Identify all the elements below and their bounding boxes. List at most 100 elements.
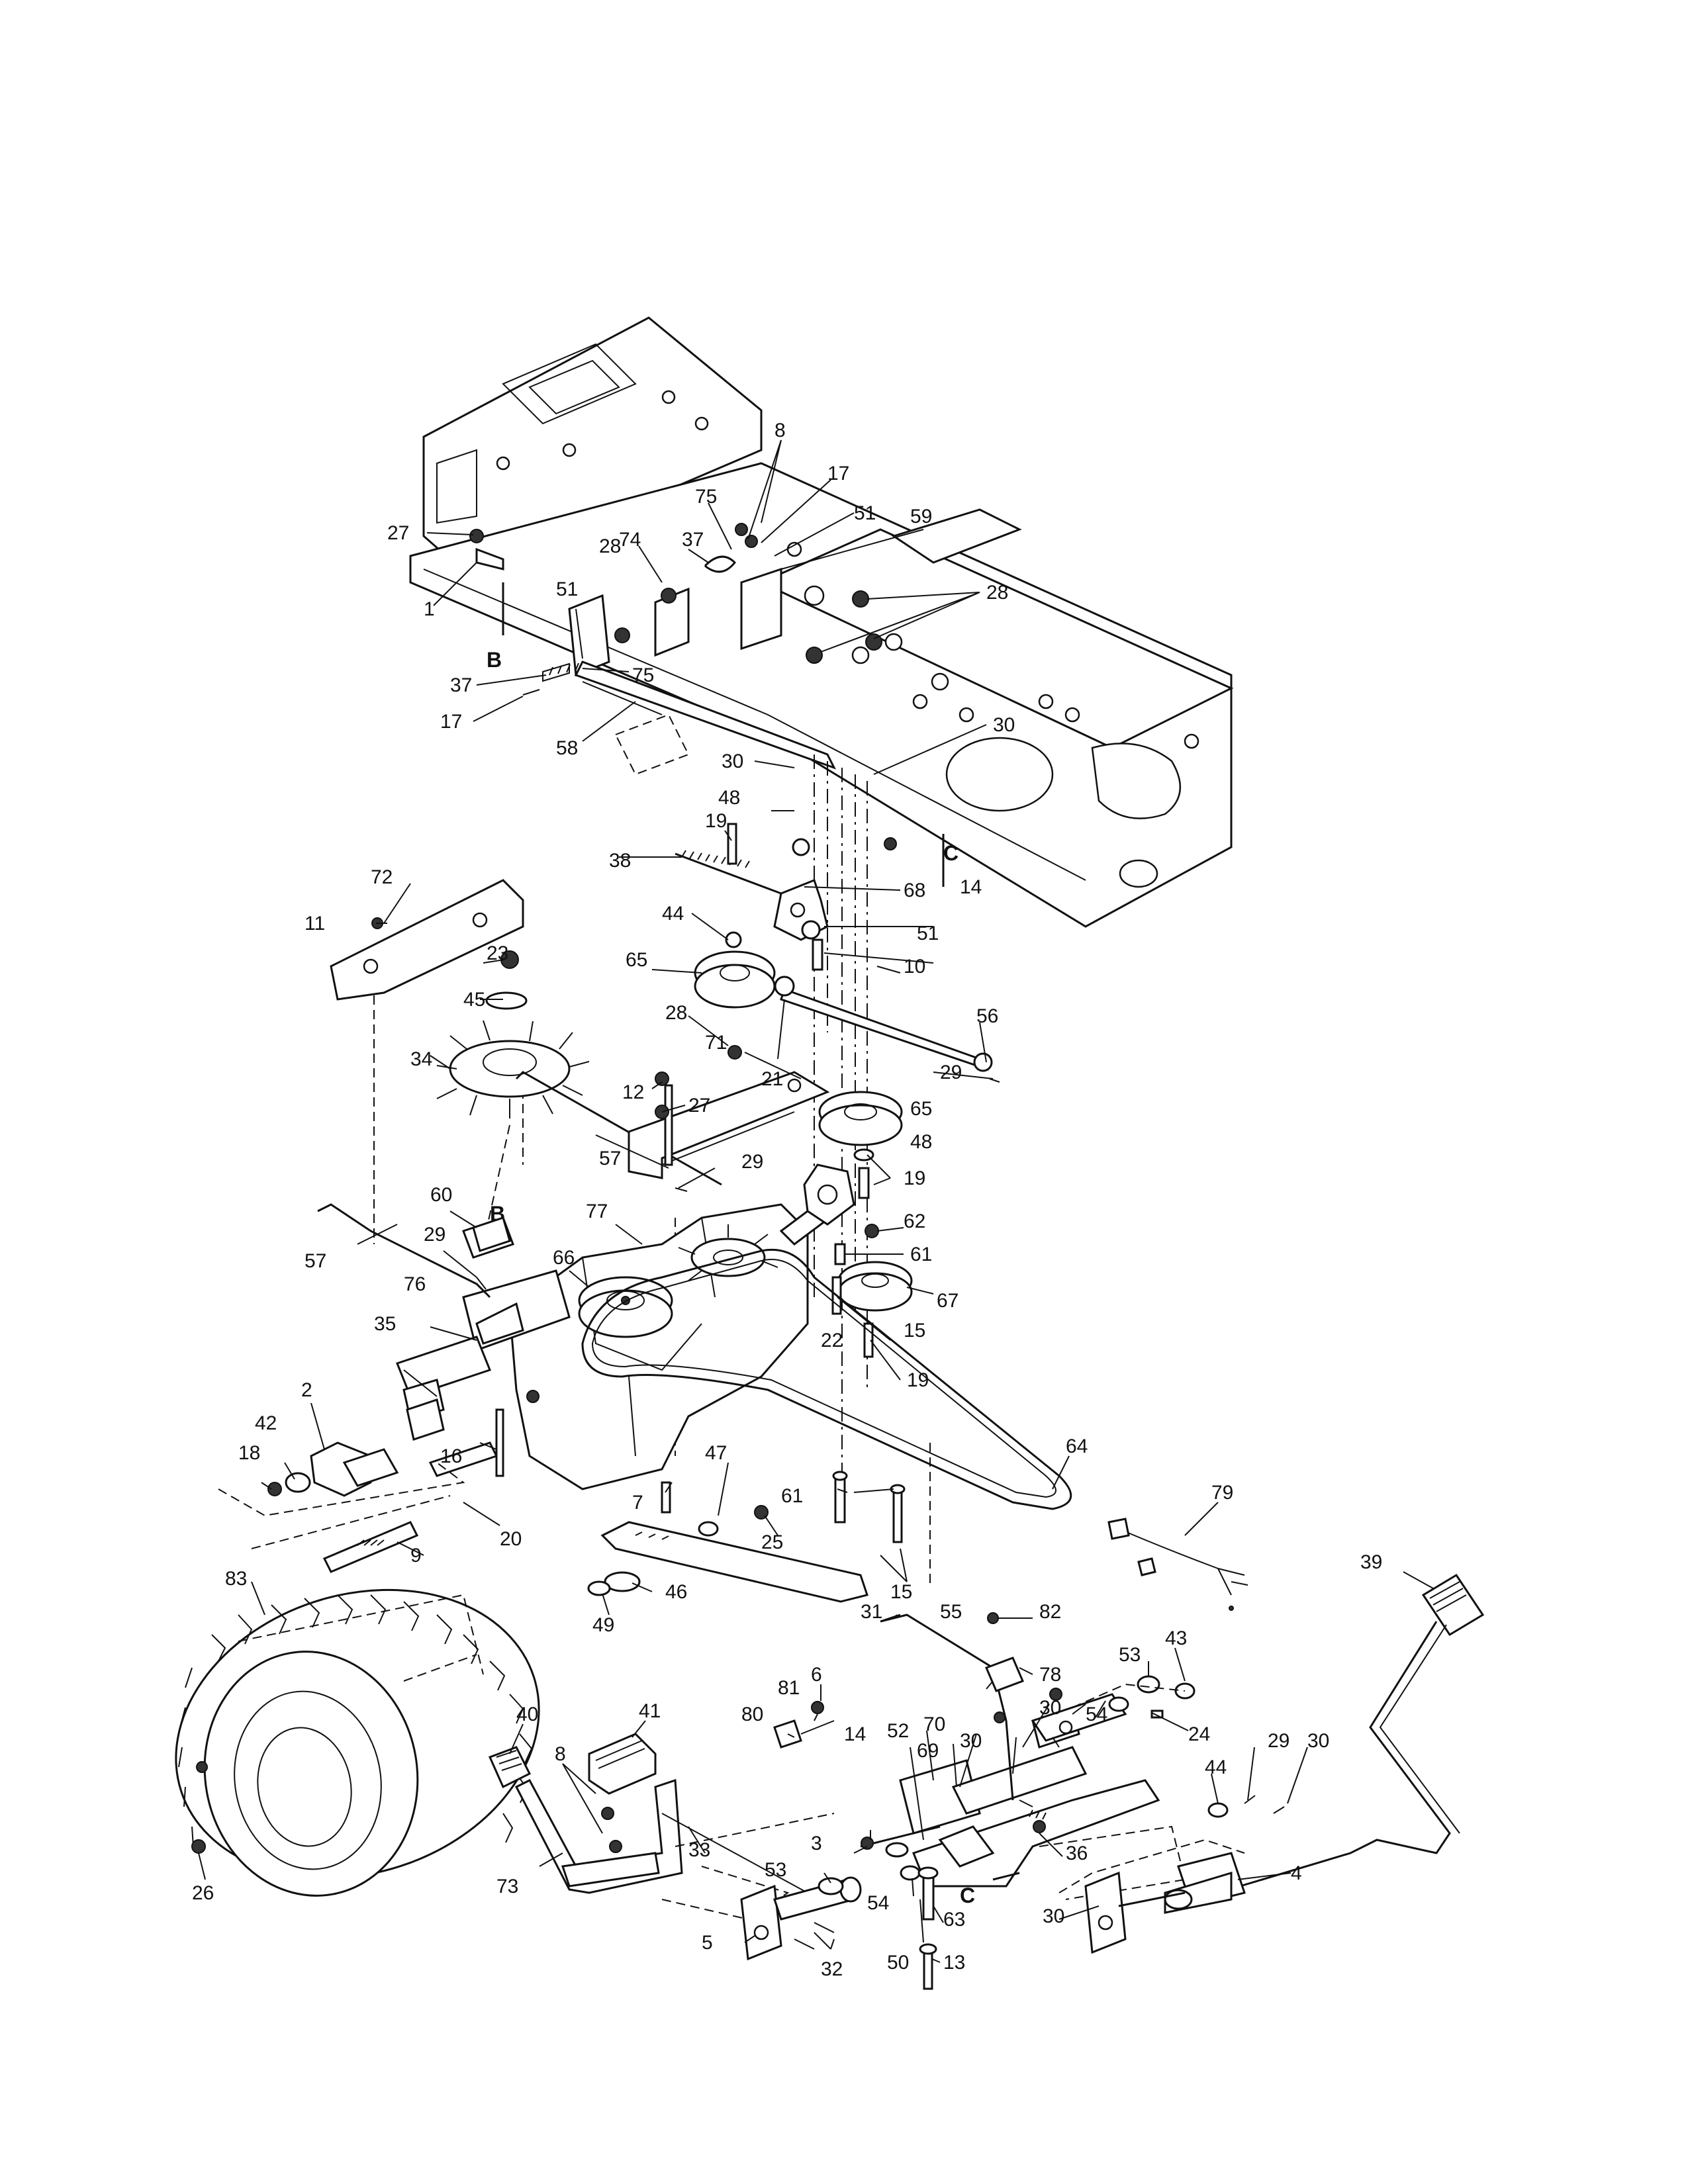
switch-78	[985, 1612, 1024, 1692]
callout-53-right: 53	[1119, 1644, 1141, 1666]
callout-83: 83	[225, 1568, 247, 1590]
callout-80: 80	[741, 1704, 763, 1725]
callout-8-lower: 8	[555, 1743, 566, 1765]
callout-72: 72	[371, 866, 393, 888]
callout-29-upper: 29	[940, 1062, 962, 1083]
callout-58: 58	[556, 737, 578, 759]
callout-17-lower: 17	[440, 711, 462, 733]
callout-37-upper: 37	[682, 529, 704, 551]
callout-12: 12	[622, 1081, 644, 1103]
callout-33: 33	[688, 1839, 710, 1861]
view-marker-c-lower: C	[960, 1884, 975, 1907]
callout-9: 9	[410, 1545, 422, 1567]
callout-22: 22	[821, 1330, 843, 1351]
callout-38: 38	[609, 850, 631, 872]
view-marker-b-frame: B	[487, 648, 502, 672]
callout-74: 74	[619, 529, 641, 551]
shift-lever-39	[1058, 1573, 1485, 1954]
callout-32: 32	[821, 1958, 843, 1980]
frame-hardware	[469, 523, 897, 850]
callout-28-left: 28	[599, 535, 621, 557]
callout-31: 31	[861, 1601, 882, 1623]
callout-65-upper: 65	[626, 949, 647, 971]
callout-61-middle: 61	[910, 1244, 932, 1265]
callout-51-middle: 51	[917, 923, 939, 944]
callout-28-middle: 28	[665, 1002, 687, 1024]
control-rod-58	[574, 660, 837, 770]
callout-67: 67	[937, 1290, 959, 1312]
callout-3: 3	[811, 1833, 822, 1854]
leader-lines	[198, 439, 1434, 1963]
callout-40: 40	[516, 1704, 538, 1725]
callout-55: 55	[940, 1601, 962, 1623]
callout-19-upper: 19	[705, 810, 727, 832]
callout-17-upper: 17	[827, 463, 849, 484]
callout-68: 68	[904, 880, 925, 901]
callout-54-right: 54	[1086, 1704, 1107, 1725]
callout-71: 71	[705, 1032, 727, 1054]
control-rod-55	[880, 1614, 1033, 1807]
pedal-assembly	[488, 1733, 808, 1921]
callout-25: 25	[761, 1531, 783, 1553]
callout-79: 79	[1211, 1482, 1233, 1504]
callout-43: 43	[1165, 1627, 1187, 1649]
callout-24: 24	[1188, 1723, 1210, 1745]
callout-36: 36	[1066, 1843, 1088, 1864]
callout-37-lower: 37	[450, 674, 472, 696]
callout-14-upper: 14	[960, 876, 982, 898]
callout-10: 10	[904, 956, 925, 978]
callout-47: 47	[705, 1442, 727, 1464]
callout-30-lower-d: 30	[1043, 1905, 1064, 1927]
callout-66: 66	[553, 1247, 575, 1269]
callout-48-middle: 48	[910, 1131, 932, 1153]
callout-7: 7	[632, 1492, 643, 1514]
callout-1: 1	[424, 598, 435, 620]
callout-82: 82	[1039, 1601, 1061, 1623]
callout-29-lower: 29	[1268, 1730, 1289, 1752]
callout-41: 41	[639, 1700, 661, 1722]
callout-27-upper: 27	[387, 522, 409, 544]
callout-26: 26	[192, 1882, 214, 1904]
callout-59: 59	[910, 506, 932, 527]
callout-29-left: 29	[424, 1224, 445, 1246]
callout-57-upper: 57	[599, 1148, 621, 1169]
callout-76: 76	[404, 1273, 426, 1295]
callout-2: 2	[301, 1379, 312, 1401]
brake-linkage	[515, 1071, 830, 1192]
callout-61-lower: 61	[781, 1485, 803, 1507]
callout-15-lower: 15	[890, 1581, 912, 1603]
callout-30-lower-b: 30	[960, 1730, 982, 1752]
callout-8-upper: 8	[774, 420, 786, 441]
callout-48-upper: 48	[718, 787, 740, 809]
callout-44-lower: 44	[1205, 1756, 1227, 1778]
callout-30-lower-c: 30	[1307, 1730, 1329, 1752]
callout-46: 46	[665, 1581, 687, 1603]
callout-16: 16	[440, 1445, 462, 1467]
callout-56: 56	[976, 1005, 998, 1027]
hardware-right	[1072, 1675, 1196, 1708]
callout-50: 50	[887, 1952, 909, 1974]
wire-harness-79	[1107, 1518, 1248, 1611]
callout-21: 21	[761, 1068, 783, 1090]
callout-75-upper: 75	[695, 486, 717, 508]
callout-53-lower: 53	[765, 1859, 786, 1881]
callout-64: 64	[1066, 1435, 1088, 1457]
callout-labels: 1 2 3 4 5 6 7 8 8 9 10 11 12 13 14 14 15…	[192, 420, 1382, 1980]
callout-69: 69	[917, 1740, 939, 1762]
callout-35: 35	[374, 1313, 396, 1335]
callout-65-middle: 65	[910, 1098, 932, 1120]
callout-63: 63	[943, 1909, 965, 1931]
view-marker-c-frame: C	[943, 841, 959, 865]
callout-51-upper: 51	[854, 502, 876, 524]
callout-39: 39	[1360, 1551, 1382, 1573]
callout-30-upper: 30	[722, 751, 743, 772]
callout-20: 20	[500, 1528, 522, 1550]
callout-15-upper: 15	[904, 1320, 925, 1342]
left-axle-hub	[218, 1398, 504, 1573]
cooling-fan-34	[430, 950, 590, 1118]
callout-4: 4	[1291, 1862, 1302, 1884]
brake-lever	[587, 1481, 868, 1603]
callout-51-left: 51	[556, 578, 578, 600]
cover-plate-72	[330, 879, 524, 1001]
